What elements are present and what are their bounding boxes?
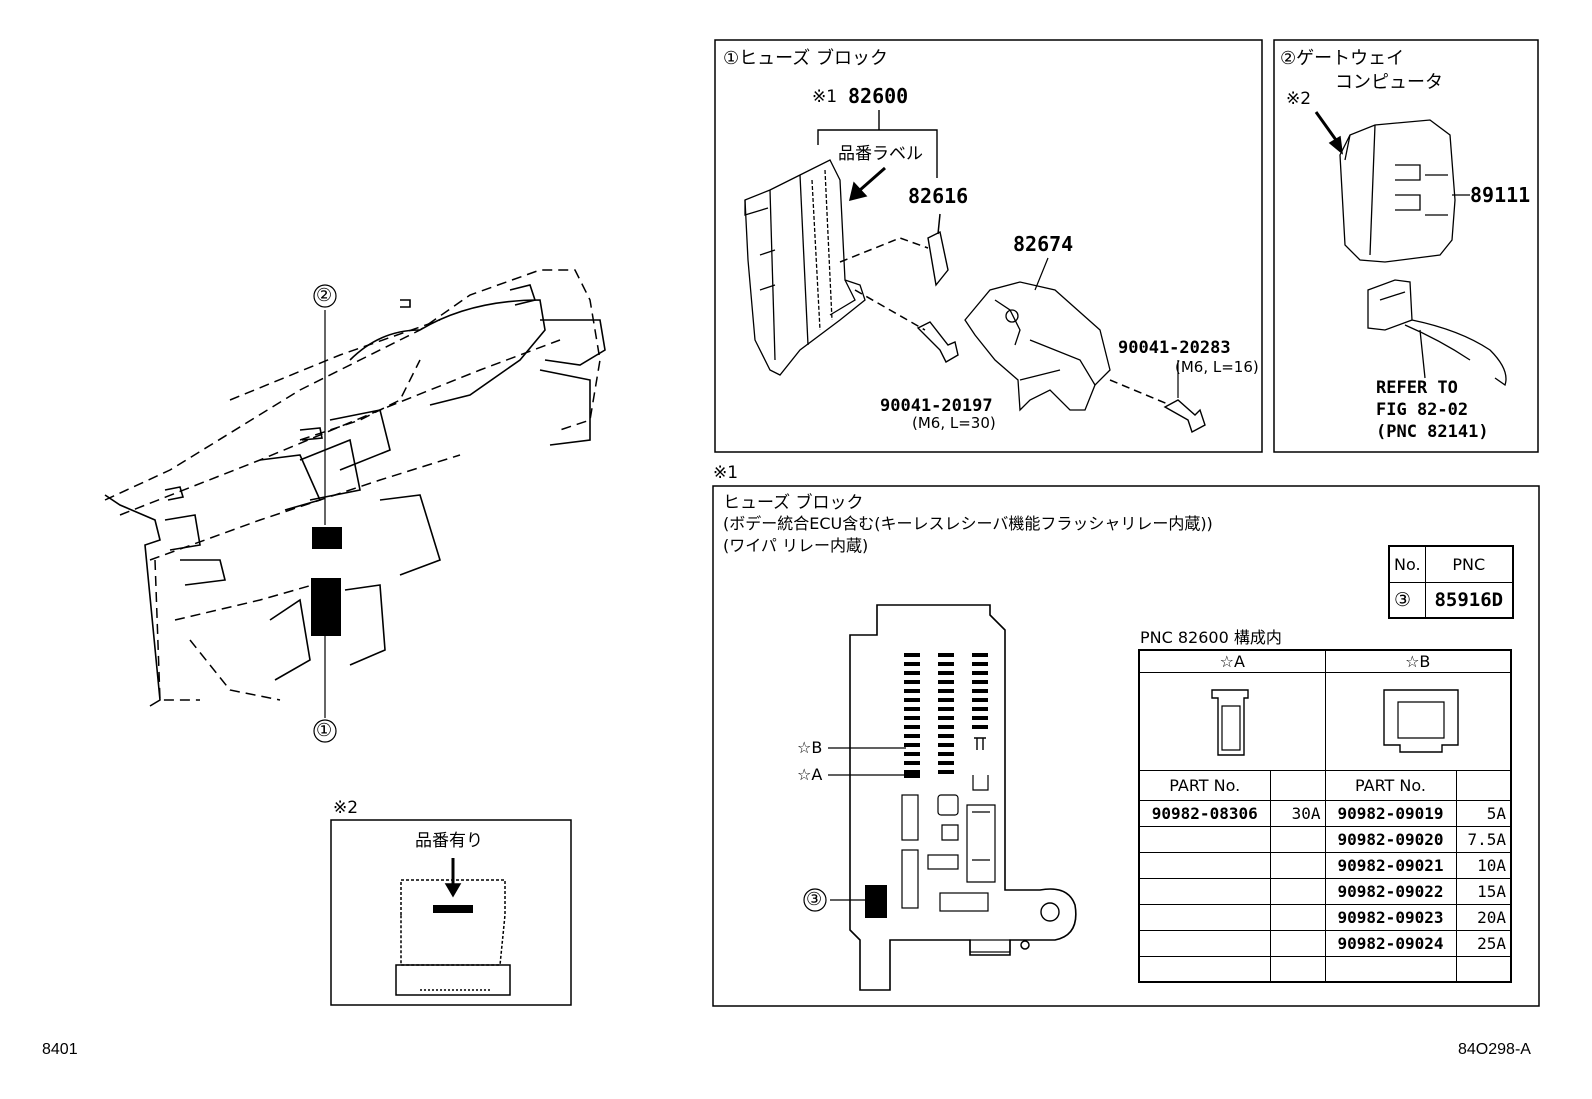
table-row: 90982-08306 30A 90982-09019 5A <box>1138 799 1512 827</box>
part-number-label-text: 品番ラベル <box>838 144 923 164</box>
table-row: 90982-09023 20A <box>1138 903 1512 931</box>
fuse-b-image-cell <box>1324 671 1512 771</box>
parts-table: ☆A ☆B PART No. PART No. 90982-08306 30A … <box>1138 649 1512 983</box>
note-mark-2: ※2 <box>333 798 359 818</box>
callout-1-label: ① <box>316 720 333 741</box>
fuse-slot-rows <box>904 653 988 778</box>
amp-b-1: 5A <box>1455 799 1512 827</box>
detail-title-line3: (ワイパ リレー内蔵) <box>723 536 869 555</box>
part-89111: 89111 <box>1470 183 1531 207</box>
refer-line1: REFER TO <box>1376 378 1458 398</box>
pnc-caption: PNC 82600 構成内 <box>1140 628 1282 647</box>
spec-20283: (M6, L=16) <box>1175 358 1259 376</box>
parts-header-a: ☆A <box>1138 649 1326 673</box>
pnc-table: No. PNC ③ 85916D <box>1388 545 1515 619</box>
gateway-title-line1: ②ゲートウェイ <box>1280 48 1405 69</box>
part-a-1: 90982-08306 <box>1138 799 1271 827</box>
gateway-title-line2: コンピュータ <box>1335 72 1443 93</box>
amp-b-4: 15A <box>1455 877 1512 905</box>
table-row: 90982-09022 15A <box>1138 877 1512 905</box>
detail-title-line1: ヒューズ ブロック <box>723 493 864 513</box>
table-row: 90982-09024 25A <box>1138 929 1512 957</box>
fuse-block-ref-mark: ※1 <box>812 87 838 107</box>
part-82616: 82616 <box>908 184 969 208</box>
pnc-row-value: 85916D <box>1424 581 1514 619</box>
pnc-col-no: No. <box>1388 545 1426 583</box>
part-b-5: 90982-09023 <box>1324 903 1457 931</box>
callout-3-label: ③ <box>806 889 823 910</box>
part-b-4: 90982-09022 <box>1324 877 1457 905</box>
amp-b-2: 7.5A <box>1455 825 1512 853</box>
footer-right-code: 84O298-A <box>1458 1041 1531 1058</box>
spec-20197: (M6, L=30) <box>912 414 996 432</box>
table-row: 90982-09021 10A <box>1138 851 1512 879</box>
star-b-label: ☆B <box>797 738 823 757</box>
fuse-block-title: ①ヒューズ ブロック <box>723 48 888 69</box>
table-row: 90982-09020 7.5A <box>1138 825 1512 853</box>
amp-b-3: 10A <box>1455 851 1512 879</box>
fuse-a-image-cell <box>1138 671 1326 771</box>
table-row <box>1138 955 1512 983</box>
part-90041-20197: 90041-20197 <box>880 396 993 416</box>
detail-ref-mark: ※1 <box>713 463 739 483</box>
pnc-row-no: ③ <box>1388 581 1426 619</box>
part-82600: 82600 <box>848 84 909 108</box>
gateway-drawing <box>1339 119 1470 263</box>
part-b-3: 90982-09021 <box>1324 851 1457 879</box>
parts-header-b: ☆B <box>1324 649 1512 673</box>
dashboard-illustration <box>104 269 601 701</box>
part-b-2: 90982-09020 <box>1324 825 1457 853</box>
amp-b-6: 25A <box>1455 929 1512 957</box>
part-b-6: 90982-09024 <box>1324 929 1457 957</box>
callout-2-label: ② <box>316 285 333 306</box>
part-number-present-label: 品番有り <box>415 831 483 851</box>
connector-drawing <box>1367 279 1507 387</box>
part-82674: 82674 <box>1013 232 1074 256</box>
bracket-drawing <box>964 281 1111 412</box>
fuse-block-drawing <box>744 159 866 376</box>
part-90041-20283: 90041-20283 <box>1118 338 1231 358</box>
part-no-header-a: PART No. <box>1138 769 1271 801</box>
detail-title-line2: (ボデー統合ECU含む(キーレスレシーバ機能フラッシャリレー内蔵)) <box>723 514 1213 533</box>
amp-header-b <box>1455 769 1512 801</box>
part-no-header-b: PART No. <box>1324 769 1457 801</box>
footer-left-code: 8401 <box>42 1041 78 1058</box>
amp-header-a <box>1269 769 1326 801</box>
amp-b-5: 20A <box>1455 903 1512 931</box>
refer-line3: (PNC 82141) <box>1376 422 1489 442</box>
dashboard-solid <box>104 284 606 707</box>
amp-a-1: 30A <box>1269 799 1326 827</box>
pnc-col-pnc: PNC <box>1424 545 1514 583</box>
gateway-ref-mark: ※2 <box>1286 89 1312 109</box>
star-a-label: ☆A <box>797 765 823 784</box>
part-b-1: 90982-09019 <box>1324 799 1457 827</box>
refer-line2: FIG 82-02 <box>1376 400 1469 420</box>
